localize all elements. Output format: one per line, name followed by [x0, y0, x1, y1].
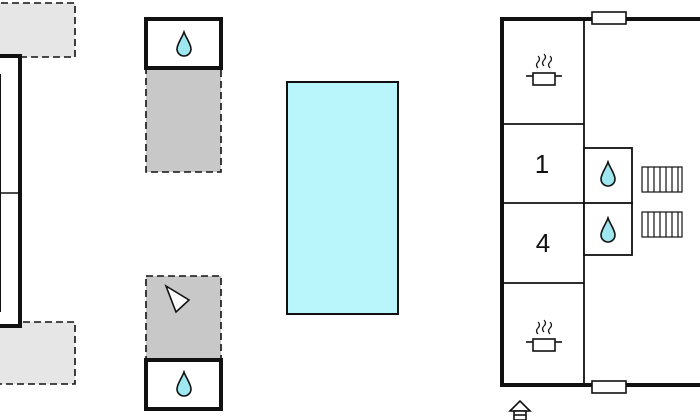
- stairs-icon: [641, 166, 683, 238]
- pool-icon: [286, 81, 399, 315]
- outdoor-showers-column: [144, 17, 223, 411]
- entrance-arrow-icon: [508, 399, 532, 420]
- left-terrace-bottom: [0, 321, 76, 385]
- window-icon: [591, 11, 627, 25]
- room-1-label: 1: [535, 149, 549, 179]
- right-building: 1 4: [500, 11, 700, 420]
- left-house-wall: [0, 54, 22, 328]
- terrace-upper: [145, 67, 222, 173]
- room-4-label: 4: [536, 228, 550, 258]
- window-icon: [591, 380, 627, 394]
- terrace-lower: [145, 275, 222, 361]
- left-building: [0, 2, 76, 385]
- umbrella-icon: [164, 284, 191, 314]
- left-terrace-top: [0, 2, 76, 58]
